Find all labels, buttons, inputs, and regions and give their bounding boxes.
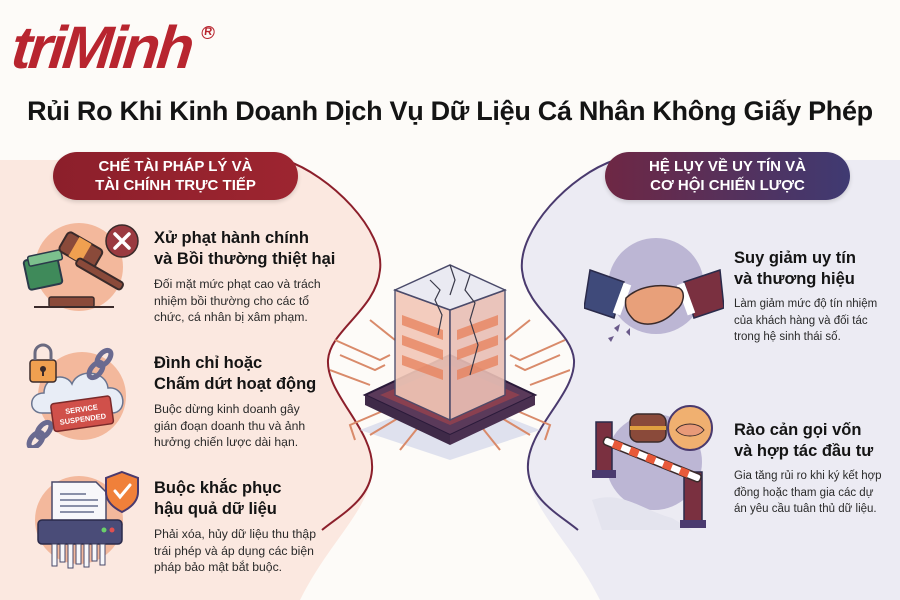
cracked-server-chip-icon — [330, 245, 570, 465]
shredder-shield-icon — [14, 462, 144, 572]
right-section-heading: HỆ LỤY VỀ UY TÍN VÀ CƠ HỘI CHIẾN LƯỢC — [605, 152, 850, 200]
left-heading-line1: CHẾ TÀI PHÁP LÝ VÀ — [98, 158, 253, 175]
right-heading-line2: CƠ HỘI CHIẾN LƯỢC — [650, 177, 805, 194]
left-heading-line2: TÀI CHÍNH TRỰC TIẾP — [95, 177, 256, 194]
service-suspended-icon: SERVICE SUSPENDED — [14, 338, 144, 448]
gavel-money-icon — [14, 215, 144, 315]
page-title: Rủi Ro Khi Kinh Doanh Dịch Vụ Dữ Liệu Cá… — [27, 96, 873, 126]
left-section-heading: CHẾ TÀI PHÁP LÝ VÀ TÀI CHÍNH TRỰC TIẾP — [53, 152, 298, 200]
brand-logo: triMinh R — [9, 14, 216, 81]
right-heading-line1: HỆ LỤY VỀ UY TÍN VÀ — [649, 158, 806, 175]
brand-logo-text: triMinh — [8, 14, 195, 81]
broken-handshake-icon — [584, 228, 724, 348]
barrier-treasure-icon — [582, 400, 727, 535]
